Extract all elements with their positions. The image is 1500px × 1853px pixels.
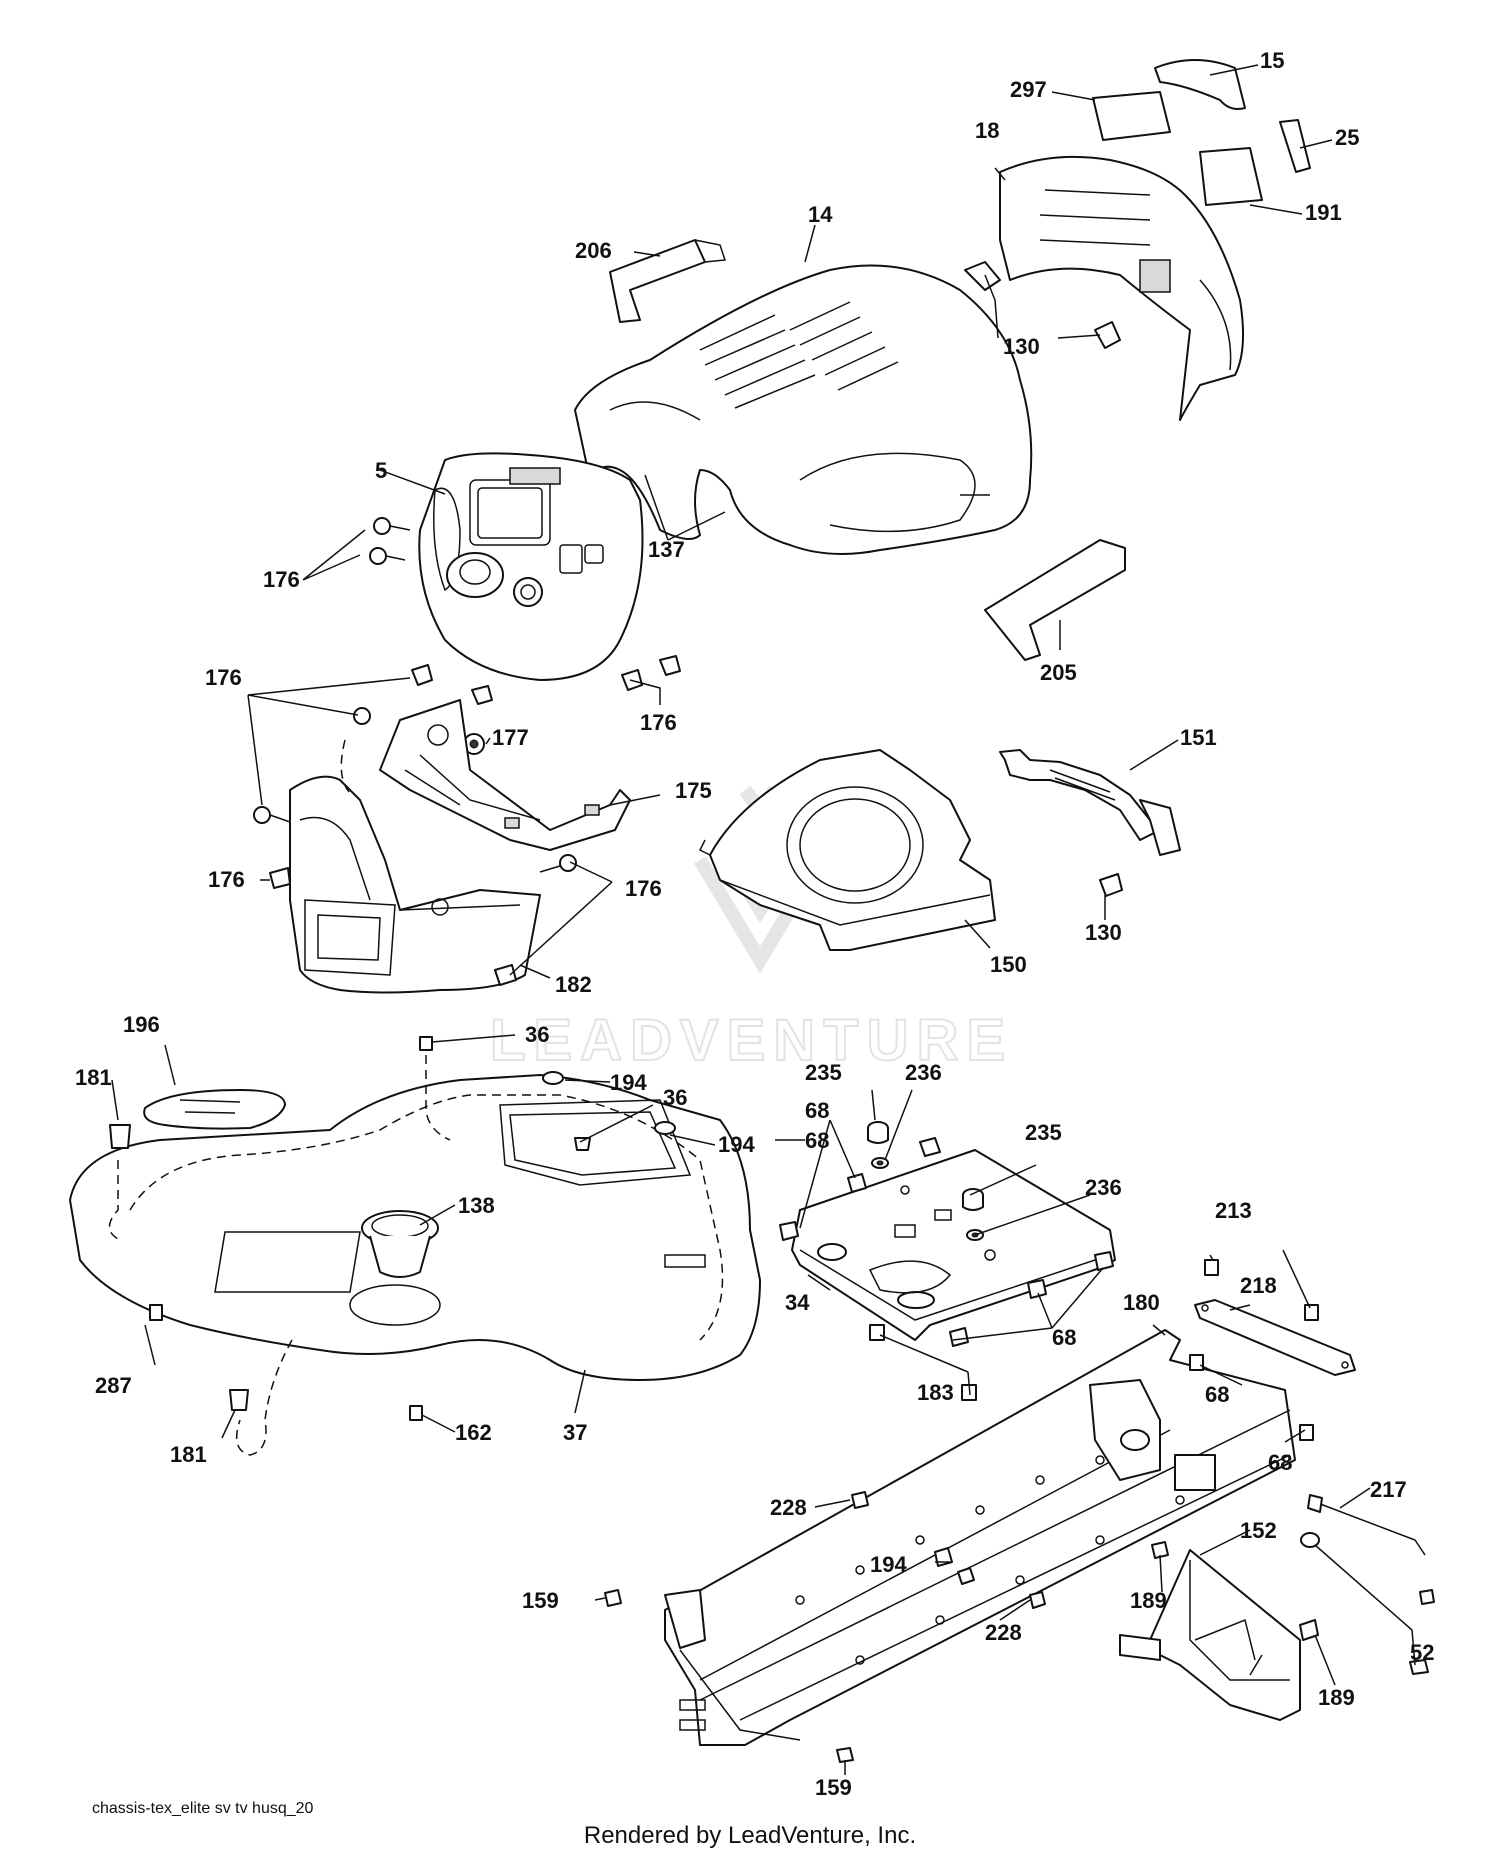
callout-194a: 194 (610, 1070, 647, 1095)
callout-18: 18 (975, 118, 999, 143)
callout-189b: 189 (1318, 1685, 1355, 1710)
callout-159b: 159 (815, 1775, 852, 1800)
callout-15: 15 (1260, 48, 1284, 73)
callout-213: 213 (1215, 1198, 1252, 1223)
callout-194c: 194 (870, 1552, 907, 1577)
callout-205: 205 (1040, 660, 1077, 685)
watermark-text: LEADVENTURE (490, 1008, 1013, 1073)
part-205 (984, 539, 1126, 661)
watermark-logo: LEADVENTURE (489, 785, 1013, 1074)
callout-5: 5 (375, 458, 387, 483)
part-151 (999, 749, 1181, 856)
callout-159a: 159 (522, 1588, 559, 1613)
route-181-upper (108, 1160, 121, 1241)
callout-labels: 15 297 25 18 191 14 206 130 5 137 176 20… (75, 48, 1434, 1800)
callout-52: 52 (1410, 1640, 1434, 1665)
callout-180: 180 (1123, 1290, 1160, 1315)
part-236-washer-b (966, 1229, 984, 1241)
callout-191: 191 (1305, 200, 1342, 225)
part-5 (418, 452, 644, 681)
callout-137: 137 (648, 537, 685, 562)
callout-177: 177 (492, 725, 529, 750)
part-182 (289, 775, 541, 994)
callout-150: 150 (990, 952, 1027, 977)
hardware-fasteners (109, 261, 1435, 1763)
part-217 (1307, 1494, 1426, 1556)
callout-130b: 130 (1085, 920, 1122, 945)
callout-176a: 176 (263, 567, 300, 592)
part-297 (1092, 91, 1171, 141)
route-36 (425, 1055, 451, 1141)
callout-68a: 68 (805, 1098, 829, 1123)
callout-218: 218 (1240, 1273, 1277, 1298)
part-236-washer-a (871, 1157, 889, 1169)
callout-25: 25 (1335, 125, 1359, 150)
part-34 (791, 1149, 1116, 1341)
part-196 (143, 1089, 286, 1130)
callout-14: 14 (808, 202, 833, 227)
part-235-spacer-b (962, 1188, 984, 1211)
render-credit: Rendered by LeadVenture, Inc. (583, 1822, 917, 1849)
callout-176c: 176 (640, 710, 677, 735)
callout-183: 183 (917, 1380, 954, 1405)
callout-68b: 68 (805, 1128, 829, 1153)
callout-162: 162 (455, 1420, 492, 1445)
part-25 (1279, 119, 1311, 173)
callout-189a: 189 (1130, 1588, 1167, 1613)
callout-151: 151 (1180, 725, 1217, 750)
callout-181a: 181 (75, 1065, 112, 1090)
part-235-spacer-a (867, 1121, 889, 1144)
callout-182: 182 (555, 972, 592, 997)
callout-287: 287 (95, 1373, 132, 1398)
callout-236b: 236 (1085, 1175, 1122, 1200)
route-181-lower (235, 1339, 293, 1456)
callout-152: 152 (1240, 1518, 1277, 1543)
callout-68c: 68 (1205, 1382, 1229, 1407)
callout-34: 34 (785, 1290, 810, 1315)
callout-37: 37 (563, 1420, 587, 1445)
part-180 (664, 1329, 1296, 1746)
callout-176b: 176 (205, 665, 242, 690)
callout-138: 138 (458, 1193, 495, 1218)
callout-194b: 194 (718, 1132, 755, 1157)
callout-217: 217 (1370, 1477, 1407, 1502)
callout-235a: 235 (805, 1060, 842, 1085)
callout-228b: 228 (985, 1620, 1022, 1645)
part-18 (999, 155, 1244, 421)
leader-lines (111, 64, 1416, 1775)
part-175 (379, 699, 631, 851)
callout-68d: 68 (1052, 1325, 1076, 1350)
callout-297: 297 (1010, 77, 1047, 102)
callout-181b: 181 (170, 1442, 207, 1467)
route-182 (340, 739, 353, 796)
part-218 (1194, 1299, 1356, 1376)
callout-236a: 236 (905, 1060, 942, 1085)
callout-196: 196 (123, 1012, 160, 1037)
callout-176e: 176 (625, 876, 662, 901)
callout-175: 175 (675, 778, 712, 803)
callout-176d: 176 (208, 867, 245, 892)
part-150 (698, 749, 996, 951)
callout-235b: 235 (1025, 1120, 1062, 1145)
callout-68e: 68 (1268, 1450, 1292, 1475)
callout-36a: 36 (525, 1022, 549, 1047)
part-14 (574, 264, 1033, 555)
callout-36b: 36 (663, 1085, 687, 1110)
callout-206: 206 (575, 238, 612, 263)
part-206 (609, 239, 727, 323)
part-15 (1154, 59, 1246, 110)
callout-228a: 228 (770, 1495, 807, 1520)
part-152 (1119, 1549, 1301, 1721)
part-138 (361, 1210, 439, 1278)
diagram-id-label: chassis-tex_elite sv tv husq_20 (92, 1800, 314, 1817)
callout-130a: 130 (1003, 334, 1040, 359)
part-191 (1199, 147, 1263, 206)
